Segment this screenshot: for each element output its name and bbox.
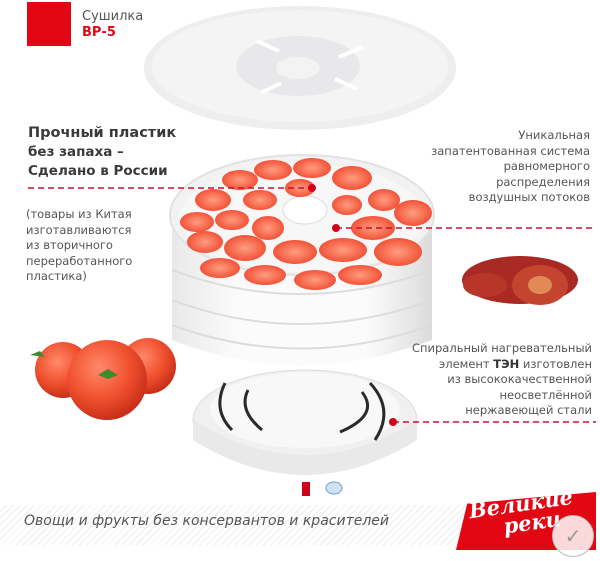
footer-tagline: Овощи и фрукты без консервантов и красит… xyxy=(24,513,389,529)
note-line: из вторичного xyxy=(26,238,113,252)
heading-line: без запаха – xyxy=(28,144,124,160)
callout-text: изготовлен xyxy=(519,356,592,371)
note-line: переработанного xyxy=(26,253,133,268)
callout-line: из высококачественной xyxy=(447,372,592,386)
plastic-quality-note: (товары из Китая изготавливаются из втор… xyxy=(26,207,132,285)
power-switch-icon xyxy=(302,482,310,496)
heating-element-callout: Спиральный нагревательный элемент ТЭН из… xyxy=(412,341,592,419)
callout-line: неосветлённой xyxy=(499,387,592,402)
callout-line: Уникальная xyxy=(518,128,590,142)
base-image xyxy=(192,369,418,496)
lid-image xyxy=(144,6,456,130)
note-line: изготавливаются xyxy=(26,222,132,237)
note-line: пластика) xyxy=(26,269,87,283)
brand-square xyxy=(27,2,71,46)
airflow-system-callout: Уникальная запатентованная система равно… xyxy=(431,128,590,206)
callout-line: нержавеющей стали xyxy=(465,403,592,417)
fresh-tomatoes-image xyxy=(30,338,176,420)
callout-text: элемент xyxy=(438,356,494,371)
footer-band xyxy=(0,505,470,545)
callout-line: элемент ТЭН изготовлен xyxy=(412,357,592,373)
heading-line: Прочный пластик xyxy=(28,125,177,141)
heading-line: Сделано в России xyxy=(28,163,168,179)
callout-line: равномерного xyxy=(503,159,590,173)
callout-line: запатентованная система xyxy=(431,143,590,158)
product-type: Сушилка xyxy=(82,9,144,24)
plastic-quality-heading: Прочный пластик без запаха – Сделано в Р… xyxy=(28,124,176,181)
dried-tomatoes-image xyxy=(462,256,578,305)
quality-stamp-icon: ✓ xyxy=(552,515,594,557)
product-model: ВР-5 xyxy=(82,25,116,40)
callout-line: воздушных потоков xyxy=(468,190,590,204)
trays-image xyxy=(169,154,435,365)
note-line: (товары из Китая xyxy=(26,207,132,221)
ten-bold-text: ТЭН xyxy=(493,356,520,371)
callout-line: распределения xyxy=(496,174,590,189)
callout-line: Спиральный нагревательный xyxy=(411,341,592,355)
